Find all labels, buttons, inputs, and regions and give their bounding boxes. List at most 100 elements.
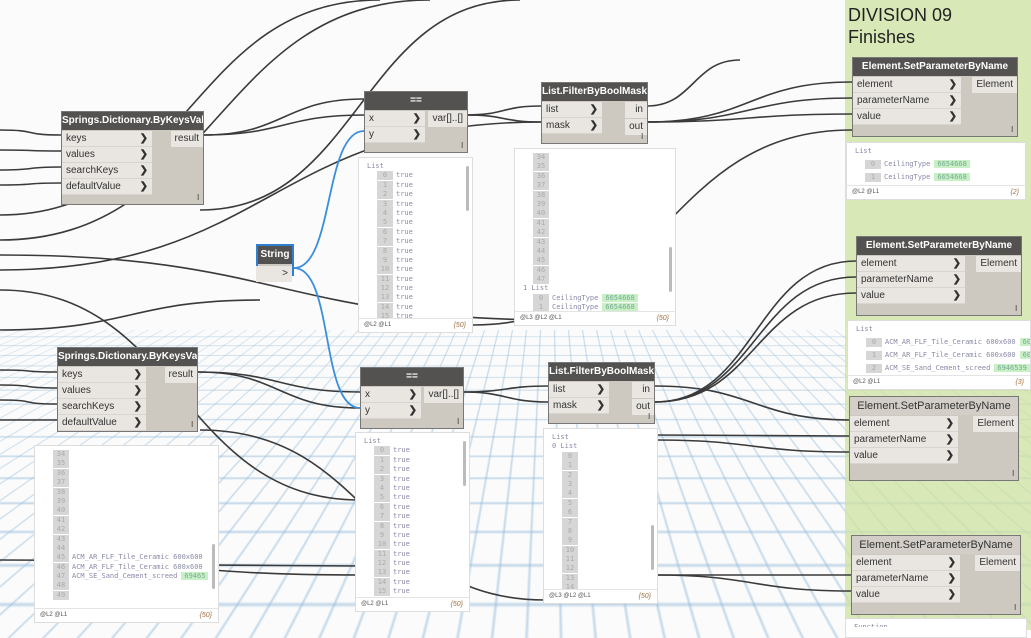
node-title[interactable]: Element.SetParameterByName bbox=[853, 58, 1017, 76]
input-port-mask[interactable]: mask❯ bbox=[542, 118, 602, 134]
wire[interactable] bbox=[203, 98, 365, 136]
chevron-right-icon[interactable]: ❯ bbox=[408, 389, 417, 400]
input-port-element[interactable]: element❯ bbox=[850, 416, 958, 432]
input-port-x[interactable]: x❯ bbox=[361, 387, 421, 403]
lacing-indicator[interactable]: l bbox=[1014, 603, 1016, 612]
chevron-right-icon[interactable]: ❯ bbox=[139, 149, 148, 160]
input-port-value[interactable]: value❯ bbox=[850, 448, 958, 464]
input-port-values[interactable]: values❯ bbox=[58, 383, 146, 399]
chevron-right-icon[interactable]: ❯ bbox=[952, 258, 961, 269]
input-port-y[interactable]: y❯ bbox=[365, 127, 425, 143]
node-title[interactable]: Element.SetParameterByName bbox=[857, 237, 1021, 255]
lacing-indicator[interactable]: l bbox=[461, 141, 463, 150]
chevron-right-icon[interactable]: ❯ bbox=[947, 589, 956, 600]
output-port[interactable]: var[]..[] bbox=[424, 387, 463, 403]
wire[interactable] bbox=[0, 0, 431, 241]
wire[interactable] bbox=[0, 149, 62, 152]
wire[interactable] bbox=[0, 182, 62, 186]
output-port[interactable]: var[]..[] bbox=[428, 111, 467, 127]
chevron-right-icon[interactable]: ❯ bbox=[948, 111, 957, 122]
input-port-searchkeys[interactable]: searchKeys❯ bbox=[62, 163, 152, 179]
output-port[interactable]: Element bbox=[975, 555, 1020, 571]
lacing-indicator[interactable]: l bbox=[1015, 304, 1017, 313]
input-port-element[interactable]: element❯ bbox=[852, 555, 960, 571]
input-port-value[interactable]: value❯ bbox=[852, 587, 960, 603]
lacing-indicator[interactable]: l bbox=[197, 193, 199, 202]
input-port-values[interactable]: values❯ bbox=[62, 147, 152, 163]
chevron-right-icon[interactable]: ❯ bbox=[589, 120, 598, 131]
wire[interactable] bbox=[0, 384, 58, 389]
input-port-searchkeys[interactable]: searchKeys❯ bbox=[58, 399, 146, 415]
chevron-right-icon[interactable]: ❯ bbox=[947, 557, 956, 568]
chevron-right-icon[interactable]: ❯ bbox=[945, 450, 954, 461]
preview-setparam4[interactable]: Function bbox=[845, 618, 1027, 638]
lacing-indicator[interactable]: l bbox=[1012, 469, 1014, 478]
input-port-defaultvalue[interactable]: defaultValue❯ bbox=[62, 179, 152, 195]
lacing-indicator[interactable]: l bbox=[648, 412, 650, 421]
chevron-right-icon[interactable]: ❯ bbox=[133, 385, 142, 396]
output-port[interactable]: Element bbox=[972, 77, 1017, 93]
output-port[interactable]: Element bbox=[973, 416, 1018, 432]
input-port-parametername[interactable]: parameterName❯ bbox=[852, 571, 960, 587]
lacing-indicator[interactable]: l bbox=[641, 132, 643, 141]
node-eq2[interactable]: ==x❯y❯var[]..[] l bbox=[360, 367, 464, 429]
wire[interactable] bbox=[646, 113, 853, 123]
wire[interactable] bbox=[646, 59, 741, 107]
wire[interactable] bbox=[0, 299, 261, 331]
node-title[interactable]: Element.SetParameterByName bbox=[850, 397, 1018, 415]
chevron-right-icon[interactable]: ❯ bbox=[139, 133, 148, 144]
wire[interactable] bbox=[654, 434, 850, 437]
output-port[interactable]: in bbox=[632, 382, 654, 398]
input-port-y[interactable]: y❯ bbox=[361, 403, 421, 419]
input-port-value[interactable]: value❯ bbox=[853, 109, 961, 125]
node-eq1[interactable]: ==x❯y❯var[]..[]l bbox=[364, 91, 468, 153]
wire[interactable] bbox=[646, 81, 853, 123]
wire[interactable] bbox=[0, 129, 62, 136]
chevron-right-icon[interactable]: ❯ bbox=[412, 113, 421, 124]
output-port[interactable]: result bbox=[164, 367, 197, 383]
input-port-parametername[interactable]: parameterName❯ bbox=[857, 272, 965, 288]
chevron-right-icon[interactable]: ❯ bbox=[133, 369, 142, 380]
wire[interactable] bbox=[293, 130, 365, 269]
node-dict1[interactable]: Springs.Dictionary.ByKeysValueskeys❯valu… bbox=[61, 111, 204, 205]
node-string[interactable]: String> bbox=[256, 244, 294, 282]
wire[interactable] bbox=[465, 105, 542, 116]
scrollbar[interactable] bbox=[466, 166, 469, 211]
chevron-right-icon[interactable]: ❯ bbox=[139, 181, 148, 192]
scrollbar[interactable] bbox=[212, 544, 215, 589]
chevron-right-icon[interactable]: ❯ bbox=[133, 401, 142, 412]
wire[interactable] bbox=[0, 166, 62, 171]
wire[interactable] bbox=[654, 385, 853, 421]
node-dict2[interactable]: Springs.Dictionary.ByKeysValueskeys❯valu… bbox=[57, 347, 198, 432]
output-port[interactable]: result bbox=[170, 131, 203, 147]
wire[interactable] bbox=[0, 399, 58, 405]
lacing-indicator[interactable]: l bbox=[457, 417, 459, 426]
chevron-right-icon[interactable]: ❯ bbox=[948, 95, 957, 106]
wire[interactable] bbox=[203, 114, 365, 136]
node-title[interactable]: Springs.Dictionary.ByKeysValues bbox=[58, 348, 197, 366]
wire[interactable] bbox=[199, 564, 361, 567]
input-port-defaultvalue[interactable]: defaultValue❯ bbox=[58, 415, 146, 431]
node-title[interactable]: String bbox=[258, 246, 292, 264]
wire[interactable] bbox=[463, 391, 549, 403]
input-port-list[interactable]: list❯ bbox=[549, 382, 609, 398]
node-title[interactable]: == bbox=[361, 368, 463, 386]
node-title[interactable]: List.FilterByBoolMask bbox=[549, 363, 654, 381]
input-port-parametername[interactable]: parameterName❯ bbox=[850, 432, 958, 448]
output-port[interactable]: out bbox=[632, 399, 654, 415]
node-title[interactable]: Springs.Dictionary.ByKeysValues bbox=[62, 112, 203, 130]
node-title[interactable]: == bbox=[365, 92, 467, 110]
chevron-right-icon[interactable]: ❯ bbox=[947, 573, 956, 584]
chevron-right-icon[interactable]: ❯ bbox=[589, 104, 598, 115]
wire[interactable] bbox=[0, 369, 58, 373]
chevron-right-icon[interactable]: ❯ bbox=[945, 434, 954, 445]
scrollbar[interactable] bbox=[669, 247, 672, 292]
input-port-parametername[interactable]: parameterName❯ bbox=[853, 93, 961, 109]
